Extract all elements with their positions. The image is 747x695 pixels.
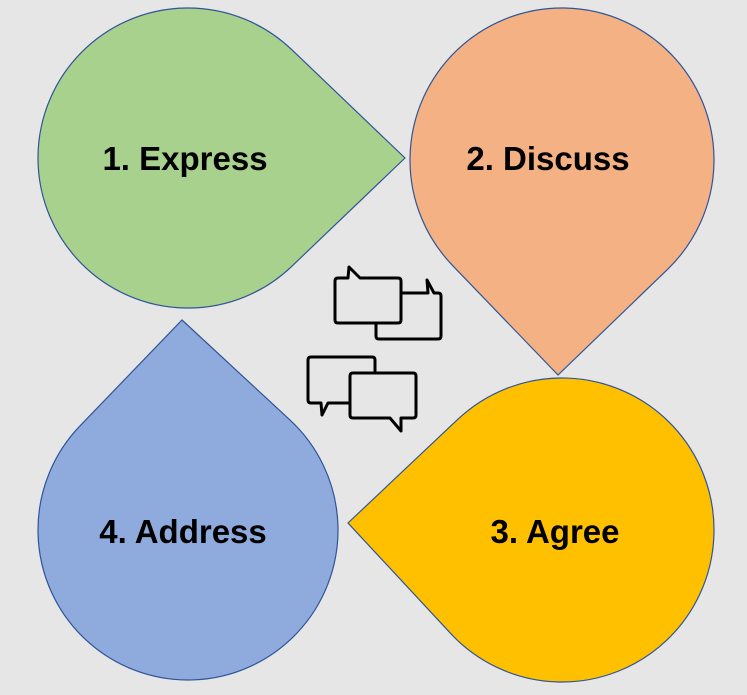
step-discuss-label: 2. Discuss (466, 140, 629, 177)
step-address-shape (37, 319, 339, 681)
step-agree-label: 3. Agree (490, 513, 619, 550)
step-express-label: 1. Express (102, 140, 267, 177)
step-agree-shape (347, 377, 715, 683)
step-express-shape (37, 7, 406, 309)
step-address-label: 4. Address (99, 513, 267, 550)
speech-bubbles-icon (306, 265, 443, 433)
step-discuss-shape (409, 7, 715, 376)
